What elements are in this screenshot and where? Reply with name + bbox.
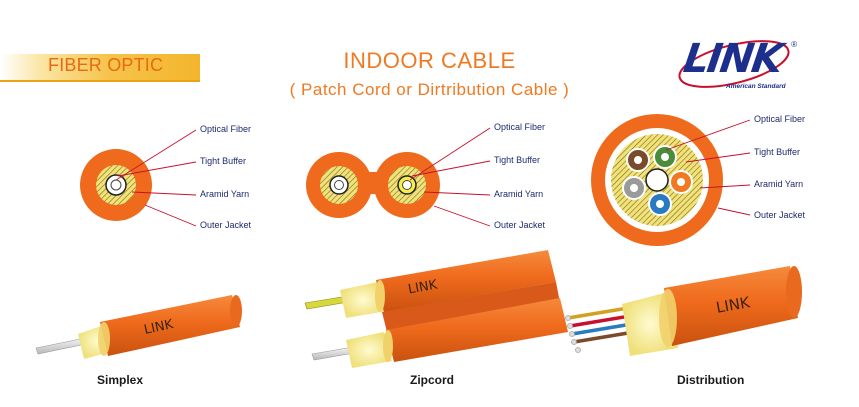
- distribution-cross-section-icon: [591, 114, 751, 246]
- distribution-caption: Distribution: [677, 373, 745, 387]
- logo-swoosh: [678, 40, 790, 88]
- page-title: INDOOR CABLE: [343, 48, 516, 73]
- simplex-caption: Simplex: [97, 373, 144, 387]
- logo-subtitle: American Standard: [726, 83, 786, 90]
- simplex-cross-section-icon: [80, 129, 197, 227]
- simplex-label-aramid-yarn: Aramid Yarn: [200, 189, 250, 199]
- distribution-label-tight-buffer: Tight Buffer: [754, 147, 801, 157]
- simplex-label-optical-fiber: Optical Fiber: [200, 124, 252, 134]
- simplex-label-tight-buffer: Tight Buffer: [200, 156, 247, 166]
- distribution-cable-icon: [565, 266, 802, 356]
- simplex-label-outer-jacket: Outer Jacket: [200, 220, 252, 230]
- zipcord-label-tight-buffer: Tight Buffer: [494, 155, 541, 165]
- distribution-label-optical-fiber: Optical Fiber: [754, 114, 806, 124]
- zipcord-label-optical-fiber: Optical Fiber: [494, 122, 546, 132]
- zipcord-label-outer-jacket: Outer Jacket: [494, 220, 546, 230]
- section-tag-band: [0, 54, 200, 82]
- distribution-label-outer-jacket: Outer Jacket: [754, 210, 806, 220]
- zipcord-cable-icon: [304, 250, 568, 368]
- simplex-cable-icon: [35, 295, 242, 359]
- link-logo-icon: LINK ® American Standard: [676, 34, 801, 96]
- zipcord-label-aramid-yarn: Aramid Yarn: [494, 189, 544, 199]
- page-subtitle: ( Patch Cord or Dirtribution Cable ): [289, 80, 570, 99]
- section-tag: FIBER OPTIC: [48, 55, 164, 75]
- zipcord-caption: Zipcord: [410, 373, 454, 387]
- zipcord-cross-section-icon: [306, 127, 491, 227]
- logo-registered: ®: [791, 40, 797, 49]
- distribution-label-aramid-yarn: Aramid Yarn: [754, 179, 804, 189]
